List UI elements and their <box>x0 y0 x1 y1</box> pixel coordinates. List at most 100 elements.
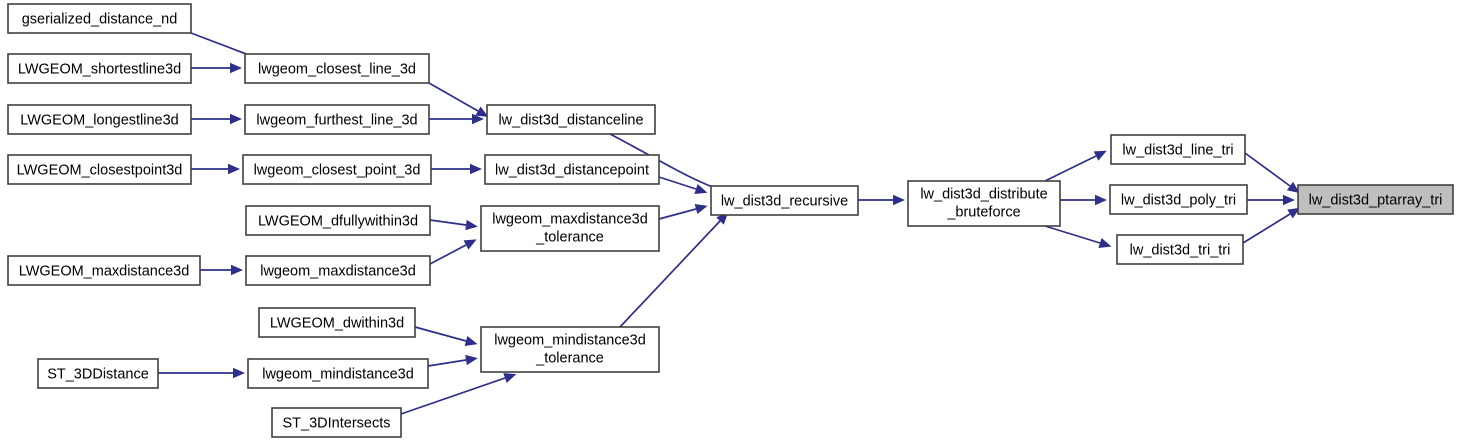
node-lwgeom-maxdistance3d[interactable]: lwgeom_maxdistance3d <box>245 255 431 286</box>
node-label: lw_dist3d_distribute_bruteforce <box>920 186 1047 220</box>
edge-line <box>658 176 697 190</box>
node-box[interactable] <box>486 104 656 135</box>
node-box[interactable] <box>242 154 432 185</box>
node-box[interactable] <box>710 185 859 216</box>
node-lwgeom-mindistance3d-tolerance[interactable]: lwgeom_mindistance3d_tolerance <box>480 326 660 373</box>
edge-lw-dist3d-distribute-bruteforce-to-lw-dist3d-tri-tri <box>1044 225 1112 248</box>
edge-arrowhead <box>465 219 478 231</box>
node-lw-dist3d-line-tri[interactable]: lw_dist3d_line_tri <box>1110 134 1246 165</box>
edge-lwgeom-closestpoint3d-to-lwgeom-closest-point-3d <box>191 163 240 175</box>
node-label: lwgeom_closest_line_3d <box>258 61 416 77</box>
node-box[interactable] <box>7 104 192 135</box>
node-box[interactable] <box>7 154 192 185</box>
node-lwgeom-mindistance3d[interactable]: lwgeom_mindistance3d <box>247 358 429 389</box>
edge-line <box>429 219 467 226</box>
edge-arrowhead <box>503 373 517 383</box>
node-box[interactable] <box>480 326 660 373</box>
node-box[interactable] <box>1109 184 1248 215</box>
edge-arrowhead <box>230 62 242 74</box>
node-lw-dist3d-distanceline[interactable]: lw_dist3d_distanceline <box>486 104 656 135</box>
edge-lw-dist3d-recursive-to-lw-dist3d-distribute-bruteforce <box>858 194 905 206</box>
node-label: lwgeom_closest_point_3d <box>254 162 421 178</box>
node-label: lw_dist3d_poly_tri <box>1121 192 1236 208</box>
node-gserialized-distance-nd[interactable]: gserialized_distance_nd <box>7 3 192 34</box>
node-lwgeom-longestline3d[interactable]: LWGEOM_longestline3d <box>7 104 192 135</box>
edge-arrowhead <box>1098 238 1112 248</box>
node-box[interactable] <box>245 255 431 286</box>
edge-arrowhead <box>470 163 482 175</box>
node-label: LWGEOM_maxdistance3d <box>19 263 190 279</box>
node-label: lwgeom_maxdistance3d_tolerance <box>492 211 648 245</box>
node-box[interactable] <box>1297 184 1454 215</box>
edge-st-3ddistance-to-lwgeom-mindistance3d <box>158 367 245 379</box>
edge-line <box>400 377 506 415</box>
node-lwgeom-closest-point-3d[interactable]: lwgeom_closest_point_3d <box>242 154 432 185</box>
node-st-3ddistance[interactable]: ST_3DDistance <box>37 358 159 389</box>
node-lwgeom-shortestline3d[interactable]: LWGEOM_shortestline3d <box>7 53 192 84</box>
node-label: lw_dist3d_distancepoint <box>495 162 649 178</box>
node-box[interactable] <box>37 358 159 389</box>
edge-arrowhead <box>1093 150 1107 161</box>
edge-arrowhead <box>1095 194 1107 206</box>
node-box[interactable] <box>244 104 430 135</box>
node-box[interactable] <box>244 53 430 84</box>
node-box[interactable] <box>7 53 192 84</box>
edge-lwgeom-mindistance3d-to-lwgeom-mindistance3d-tolerance <box>427 354 478 367</box>
edge-line <box>1244 152 1291 187</box>
node-lw-dist3d-recursive[interactable]: lw_dist3d_recursive <box>710 185 859 216</box>
node-st-3dintersects[interactable]: ST_3DIntersects <box>271 407 402 438</box>
node-label: lw_dist3d_line_tri <box>1122 142 1233 158</box>
node-lw-dist3d-poly-tri[interactable]: lw_dist3d_poly_tri <box>1109 184 1248 215</box>
edge-lw-dist3d-tri-tri-to-lw-dist3d-ptarray-tri <box>1242 207 1301 244</box>
node-label: ST_3DDistance <box>47 366 149 382</box>
edge-arrowhead <box>694 203 708 215</box>
nodes-layer: gserialized_distance_ndLWGEOM_shortestli… <box>7 3 1454 438</box>
edge-line <box>658 208 697 220</box>
node-box[interactable] <box>1116 234 1244 265</box>
node-label: lwgeom_maxdistance3d <box>260 263 416 279</box>
edge-arrowhead <box>465 354 478 366</box>
edge-arrowhead <box>233 367 245 379</box>
edge-line <box>619 220 721 328</box>
node-label: lwgeom_mindistance3d_tolerance <box>494 332 646 366</box>
edge-lw-dist3d-distribute-bruteforce-to-lw-dist3d-line-tri <box>1044 150 1107 182</box>
node-lw-dist3d-distancepoint[interactable]: lw_dist3d_distancepoint <box>484 154 660 185</box>
node-lwgeom-dwithin3d[interactable]: LWGEOM_dwithin3d <box>258 307 416 338</box>
edge-line <box>414 326 467 342</box>
node-lwgeom-furthest-line-3d[interactable]: lwgeom_furthest_line_3d <box>244 104 430 135</box>
node-box[interactable] <box>247 358 429 389</box>
edge-arrowhead <box>231 264 243 276</box>
node-lw-dist3d-distribute-bruteforce[interactable]: lw_dist3d_distribute_bruteforce <box>907 180 1061 227</box>
edge-arrowhead <box>228 163 240 175</box>
node-label: lw_dist3d_tri_tri <box>1130 242 1231 258</box>
node-lw-dist3d-tri-tri[interactable]: lw_dist3d_tri_tri <box>1116 234 1244 265</box>
node-box[interactable] <box>484 154 660 185</box>
edge-arrowhead <box>463 239 477 250</box>
node-box[interactable] <box>258 307 416 338</box>
edge-lwgeom-shortestline3d-to-lwgeom-closest-line-3d <box>191 62 242 74</box>
node-lw-dist3d-ptarray-tri[interactable]: lw_dist3d_ptarray_tri <box>1297 184 1454 215</box>
edge-arrowhead <box>472 113 484 125</box>
node-box[interactable] <box>7 3 192 34</box>
node-lwgeom-dfullywithin3d[interactable]: LWGEOM_dfullywithin3d <box>245 205 431 236</box>
edge-lwgeom-maxdistance3d-to-lwgeom-maxdistance3d <box>200 264 243 276</box>
node-box[interactable] <box>480 205 660 252</box>
node-lwgeom-closest-line-3d[interactable]: lwgeom_closest_line_3d <box>244 53 430 84</box>
edge-lw-dist3d-distancepoint-to-lw-dist3d-recursive <box>658 176 708 194</box>
node-label: gserialized_distance_nd <box>22 11 178 27</box>
node-lwgeom-maxdistance3d-tolerance[interactable]: lwgeom_maxdistance3d_tolerance <box>480 205 660 252</box>
node-box[interactable] <box>245 205 431 236</box>
node-label: lwgeom_mindistance3d <box>262 366 414 382</box>
node-lwgeom-closestpoint3d[interactable]: LWGEOM_closestpoint3d <box>7 154 192 185</box>
edge-lwgeom-closest-point-3d-to-lw-dist3d-distancepoint <box>431 163 482 175</box>
edge-lwgeom-maxdistance3d-tolerance-to-lw-dist3d-recursive <box>658 203 708 220</box>
edge-arrowhead <box>475 106 489 117</box>
node-box[interactable] <box>1110 134 1246 165</box>
node-box[interactable] <box>7 255 201 286</box>
node-label: LWGEOM_dfullywithin3d <box>258 213 418 229</box>
node-lwgeom-maxdistance3d[interactable]: LWGEOM_maxdistance3d <box>7 255 201 286</box>
node-box[interactable] <box>907 180 1061 227</box>
node-box[interactable] <box>271 407 402 438</box>
node-label: lwgeom_furthest_line_3d <box>256 112 417 128</box>
